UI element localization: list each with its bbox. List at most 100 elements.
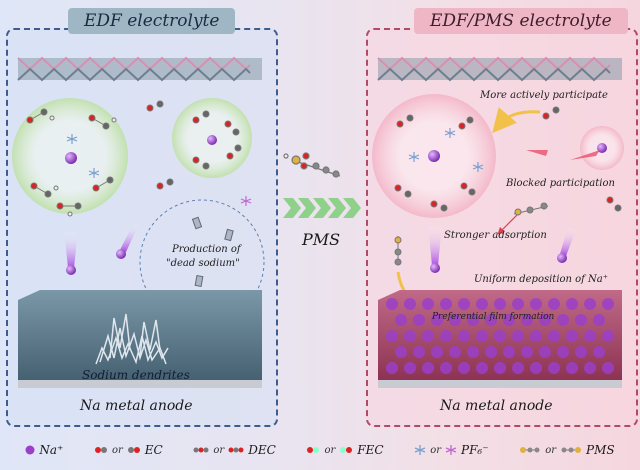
ec-molecule-icon: [94, 447, 107, 453]
pms-film-former: [394, 236, 402, 266]
process-arrows: [283, 198, 361, 218]
na-deposit-dot: [413, 346, 425, 358]
separator-crystal-right: [377, 56, 622, 82]
legend-or: or: [430, 444, 441, 456]
legend-fec: or FEC: [306, 443, 384, 457]
legend-pf6-label: PF₆⁻: [461, 443, 489, 457]
ec-molecule-alt-icon: [127, 447, 140, 453]
na-deposit-dot: [593, 346, 605, 358]
na-deposit-dot: [548, 362, 560, 374]
na-deposit-dot: [404, 330, 416, 342]
blocked-beam: [526, 150, 548, 156]
na-deposit-dot: [386, 362, 398, 374]
na-ion-beam: [120, 222, 140, 252]
na-deposit-dot: [503, 346, 515, 358]
stronger-adsorption-label: Stronger adsorption: [444, 230, 547, 241]
pms-molecule: [283, 152, 341, 178]
dead-sodium-caption-1: Production of: [172, 244, 241, 255]
na-deposit-dot: [440, 362, 452, 374]
legend-ec: or EC: [94, 443, 163, 457]
uniform-deposition-label: Uniform deposition of Na⁺: [474, 274, 609, 285]
na-deposit-dot: [458, 298, 470, 310]
legend: Na⁺ or EC or DEC or FEC or PF₆⁻ or PMS: [0, 430, 640, 470]
na-ion-beam: [64, 230, 78, 268]
na-ion: [557, 253, 567, 263]
pms-molecule-icon: [520, 447, 540, 453]
na-deposit-dot: [512, 330, 524, 342]
blocked-label: Blocked participation: [506, 178, 615, 189]
na-ion: [207, 135, 217, 145]
na-deposit-dot: [395, 346, 407, 358]
edf-title: EDF electrolyte: [68, 8, 236, 34]
legend-dec: or DEC: [193, 443, 276, 457]
left-anode-label: Na metal anode: [80, 398, 193, 414]
preferential-film-label: Preferential film formation: [432, 312, 555, 322]
na-deposit-dot: [422, 362, 434, 374]
na-deposit-dot: [566, 298, 578, 310]
na-deposit-dot: [557, 346, 569, 358]
na-deposit-dot: [413, 314, 425, 326]
na-deposit-dot: [422, 330, 434, 342]
na-deposit-dot: [467, 346, 479, 358]
na-deposit-dot: [440, 330, 452, 342]
na-deposit-dot: [458, 362, 470, 374]
na-deposit-dot: [386, 298, 398, 310]
na-deposit-dot: [440, 298, 452, 310]
more-active-label: More actively participate: [480, 90, 608, 101]
anode-right-edge: [378, 380, 622, 388]
legend-or: or: [545, 444, 557, 456]
dead-sodium-caption-2: "dead sodium": [166, 258, 240, 269]
right-anode-label: Na metal anode: [440, 398, 553, 414]
na-deposit-dot: [602, 362, 614, 374]
na-deposit-dot: [476, 298, 488, 310]
na-deposit-dot: [593, 314, 605, 326]
dec-molecule-alt-icon: [228, 447, 244, 453]
na-deposit-dot: [602, 330, 614, 342]
na-deposit-dot: [584, 362, 596, 374]
na-deposit-dot: [395, 314, 407, 326]
edf-pms-title: EDF/PMS electrolyte: [414, 8, 628, 34]
na-deposit-dot: [431, 314, 443, 326]
na-deposit-dot: [494, 362, 506, 374]
na-deposit-dot: [557, 314, 569, 326]
na-deposit-dot: [521, 314, 533, 326]
na-deposit-dot: [539, 346, 551, 358]
sodium-dendrites: [95, 313, 169, 365]
separator-crystal-left: [17, 56, 262, 82]
legend-pf6: or PF₆⁻: [414, 443, 489, 457]
na-ion: [430, 263, 440, 273]
na-deposit-dot: [584, 330, 596, 342]
dendrites-label: Sodium dendrites: [82, 368, 190, 382]
diagram-artwork: [12, 56, 624, 388]
na-deposit-dot: [566, 362, 578, 374]
na-ion: [66, 265, 76, 275]
na-deposit-dot: [485, 346, 497, 358]
na-deposit-dot: [530, 330, 542, 342]
na-deposit-dot: [467, 314, 479, 326]
na-anode-left: [18, 290, 262, 386]
na-deposit-dot: [548, 298, 560, 310]
na-deposit-dot: [485, 314, 497, 326]
legend-na: Na⁺: [25, 443, 63, 457]
na-deposit-dot: [449, 346, 461, 358]
uniform-na-deposits: [386, 298, 614, 374]
na-deposit-dot: [512, 298, 524, 310]
na-deposit-dot: [422, 298, 434, 310]
pf6-ions-left: [66, 134, 252, 206]
na-ion: [116, 249, 126, 259]
pf6-alt-icon: [445, 445, 457, 455]
na-deposit-dot: [476, 362, 488, 374]
na-deposit-dot: [548, 330, 560, 342]
na-deposit-dot: [521, 346, 533, 358]
na-ion-beam: [428, 224, 442, 266]
anode-left-edge: [18, 380, 262, 388]
na-deposit-dot: [494, 330, 506, 342]
solvent-molecules-left: [26, 100, 242, 217]
na-deposit-dot: [449, 314, 461, 326]
na-ion-icon: [25, 445, 35, 455]
na-deposit-dot: [404, 298, 416, 310]
pf6-ions-right: [408, 128, 484, 172]
na-deposit-dot: [512, 362, 524, 374]
pms-label: PMS: [302, 230, 341, 249]
na-deposit-dot: [584, 298, 596, 310]
